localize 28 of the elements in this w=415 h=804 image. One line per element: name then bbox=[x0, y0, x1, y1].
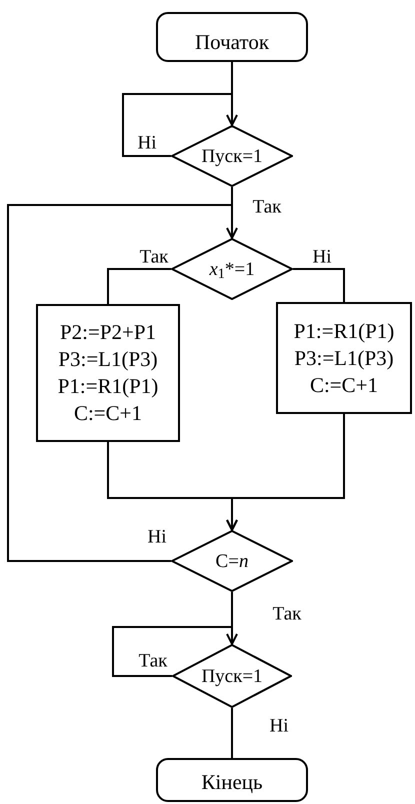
arrow bbox=[112, 626, 238, 677]
process-box bbox=[36, 304, 180, 442]
node-text: Початок bbox=[194, 29, 270, 56]
node-text: P3:=L1(P3) bbox=[58, 346, 158, 373]
process-box bbox=[276, 302, 412, 414]
node-text: x$_{1}$*=1 bbox=[209, 258, 255, 282]
connector-line bbox=[293, 268, 345, 302]
node-text: Пуск=1 bbox=[201, 664, 263, 688]
node-text: Кінець bbox=[201, 769, 263, 796]
arrow bbox=[226, 414, 345, 531]
decision-diamond bbox=[171, 238, 293, 300]
node-text: P1:=R1(P1) bbox=[58, 373, 158, 400]
node-text: P2:=P2+P1 bbox=[60, 319, 156, 346]
decision-diamond bbox=[171, 530, 293, 592]
arrow bbox=[7, 204, 238, 562]
node-text: P1:=R1(P1) bbox=[294, 318, 394, 344]
decision-diamond bbox=[172, 644, 292, 708]
connector-line bbox=[231, 708, 233, 758]
connector-line bbox=[107, 268, 171, 304]
terminal-box bbox=[156, 12, 308, 62]
node-text: C:=C+1 bbox=[74, 400, 142, 427]
node-text: Пуск=1 bbox=[201, 144, 263, 168]
decision-diamond bbox=[171, 125, 293, 187]
arrow bbox=[122, 93, 238, 157]
node-text: P3:=L1(P3) bbox=[294, 344, 394, 372]
node-text: C:=C+1 bbox=[310, 372, 378, 398]
terminal-box bbox=[156, 758, 308, 802]
node-text: C=n bbox=[216, 550, 248, 574]
